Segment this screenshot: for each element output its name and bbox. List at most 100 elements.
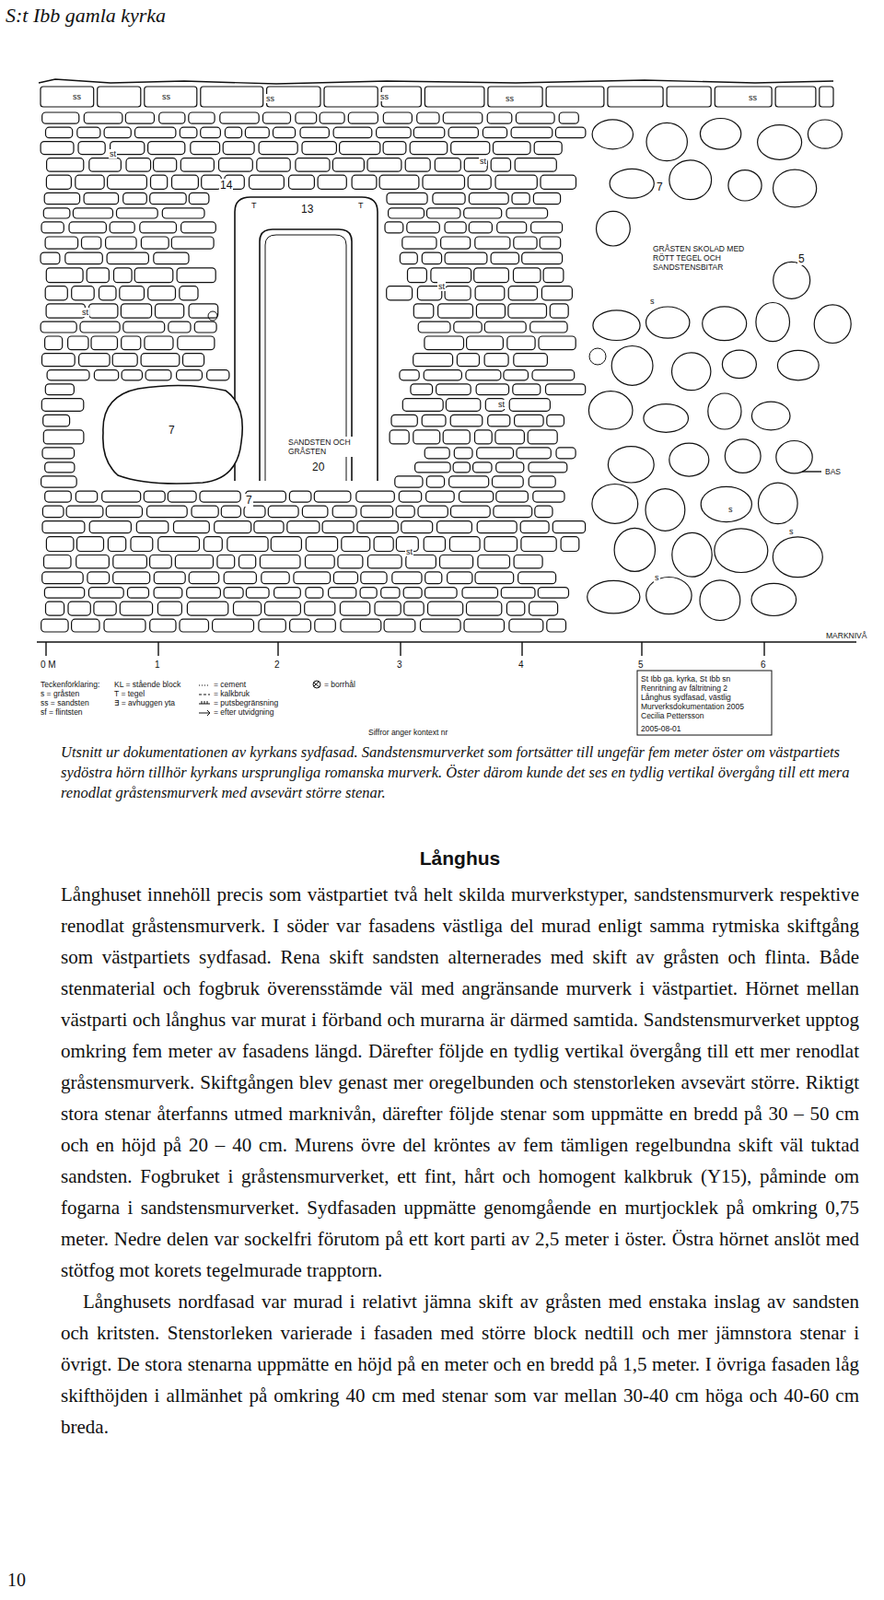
scale-label: 2 bbox=[274, 659, 280, 670]
stone bbox=[77, 127, 101, 139]
stone bbox=[45, 462, 75, 473]
figure-caption: Utsnitt ur dokumentationen av kyrkans sy… bbox=[60, 742, 860, 803]
stone bbox=[367, 158, 402, 173]
stone bbox=[546, 383, 586, 396]
stone bbox=[407, 221, 441, 233]
stone bbox=[104, 127, 131, 139]
stone bbox=[158, 536, 200, 552]
stone bbox=[188, 303, 219, 318]
stone bbox=[521, 536, 557, 552]
stone bbox=[159, 112, 186, 124]
stone bbox=[289, 174, 315, 189]
stone bbox=[447, 571, 473, 584]
stone bbox=[153, 571, 186, 584]
stone bbox=[42, 353, 76, 367]
context-number: 14 bbox=[219, 178, 233, 192]
stone bbox=[42, 521, 85, 534]
stone bbox=[514, 414, 545, 427]
fieldstone bbox=[776, 441, 813, 474]
stone bbox=[405, 158, 431, 173]
stone bbox=[410, 383, 433, 396]
stone bbox=[434, 158, 461, 173]
stone bbox=[171, 236, 214, 249]
stone bbox=[485, 398, 505, 412]
stone bbox=[267, 505, 299, 517]
stone bbox=[392, 571, 422, 584]
fieldstone bbox=[669, 442, 710, 477]
stone bbox=[418, 505, 448, 517]
stone bbox=[427, 208, 461, 219]
brick-mark: T bbox=[250, 200, 258, 210]
title-block-text: Murverksdokumentation 2005 bbox=[640, 701, 745, 711]
stone bbox=[75, 174, 105, 189]
stone bbox=[83, 112, 123, 124]
stone bbox=[295, 158, 330, 173]
stone bbox=[513, 236, 537, 249]
stone bbox=[421, 252, 442, 265]
stone bbox=[89, 521, 131, 534]
context-number: 5 bbox=[797, 252, 806, 266]
stone bbox=[107, 536, 126, 552]
fieldstone bbox=[756, 302, 791, 342]
scale-label: 6 bbox=[760, 659, 767, 670]
fieldstone bbox=[643, 404, 689, 433]
fieldstone bbox=[758, 482, 799, 524]
stone bbox=[534, 141, 562, 155]
stone bbox=[41, 476, 78, 488]
stone bbox=[322, 521, 354, 534]
scale-label: 0 M bbox=[40, 659, 57, 670]
stone bbox=[540, 174, 577, 189]
stone bbox=[65, 252, 104, 265]
fieldstone bbox=[721, 349, 757, 379]
stone bbox=[465, 370, 501, 381]
plaster-edge-sample bbox=[198, 700, 210, 704]
stone bbox=[357, 521, 398, 534]
stone bbox=[546, 414, 565, 427]
stone bbox=[148, 286, 176, 301]
fieldstone bbox=[699, 580, 741, 621]
stone bbox=[546, 618, 567, 632]
stone bbox=[508, 286, 537, 301]
stone bbox=[417, 112, 440, 124]
stone bbox=[305, 555, 336, 569]
stone bbox=[451, 141, 490, 155]
stone bbox=[558, 112, 579, 124]
stone bbox=[512, 383, 541, 396]
stone bbox=[119, 286, 145, 301]
section-heading: Långhus bbox=[60, 845, 860, 872]
stone bbox=[514, 158, 557, 173]
stone bbox=[123, 192, 148, 204]
stone bbox=[389, 430, 409, 444]
stone bbox=[199, 490, 241, 502]
ground-level-label: MARKNIVÅ bbox=[825, 629, 868, 641]
stone bbox=[493, 141, 532, 155]
stone bbox=[144, 336, 174, 350]
stone bbox=[490, 158, 511, 173]
stone bbox=[530, 321, 568, 333]
stone bbox=[223, 587, 244, 599]
stone bbox=[475, 571, 514, 584]
stone bbox=[503, 370, 529, 381]
stone bbox=[403, 587, 422, 599]
fieldstone bbox=[646, 122, 687, 161]
stone bbox=[425, 587, 458, 599]
plastered-patch bbox=[103, 384, 243, 484]
stone bbox=[402, 398, 443, 412]
stone bbox=[304, 601, 336, 616]
fieldstone bbox=[592, 484, 639, 524]
stone bbox=[426, 490, 455, 502]
stone bbox=[339, 141, 381, 155]
stone-code: st bbox=[437, 281, 446, 291]
stone bbox=[190, 141, 221, 155]
stone bbox=[97, 86, 141, 107]
stone bbox=[360, 571, 387, 584]
material-note: SANDSTEN OCH GRÅSTEN bbox=[287, 436, 354, 457]
stone bbox=[46, 267, 83, 283]
stone bbox=[42, 505, 64, 517]
stone bbox=[528, 476, 556, 488]
stone bbox=[244, 505, 266, 517]
legend-heading: Teckenförklaring: bbox=[40, 679, 100, 689]
fieldstone bbox=[751, 401, 791, 431]
stone bbox=[71, 286, 95, 301]
stone bbox=[395, 505, 415, 517]
